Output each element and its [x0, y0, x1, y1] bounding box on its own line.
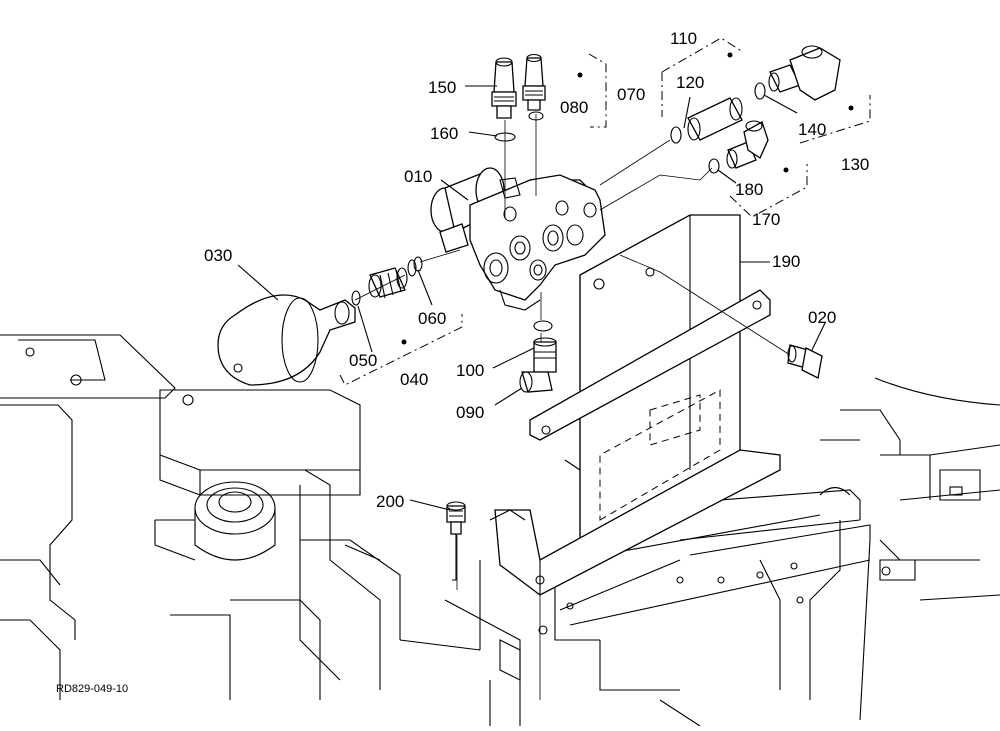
o-ring-140 [754, 82, 766, 100]
reference-dots [401, 52, 854, 345]
label-080: 080 [560, 98, 588, 117]
label-090: 090 [456, 403, 484, 422]
o-ring-050 [351, 290, 361, 306]
label-130: 130 [841, 155, 869, 174]
group-brackets [339, 37, 871, 386]
label-190: 190 [772, 252, 800, 271]
label-200: 200 [376, 492, 404, 511]
elbow-fitting-140 [768, 45, 841, 101]
o-ring-180 [708, 158, 720, 174]
label-120: 120 [676, 73, 704, 92]
elbow-fitting-090 [519, 337, 557, 393]
accumulator-part [217, 294, 356, 386]
label-170: 170 [752, 210, 780, 229]
label-110: 110 [670, 29, 697, 48]
fitting-150 [491, 57, 517, 119]
elbow-fitting-180 [726, 120, 769, 169]
assembly-centerlines [354, 114, 791, 700]
label-030: 030 [204, 246, 232, 265]
plug-020 [787, 344, 823, 379]
label-150: 150 [428, 78, 456, 97]
label-060: 060 [418, 309, 446, 328]
part-labels: 150 160 010 030 080 070 110 120 140 130 … [204, 29, 869, 511]
label-040: 040 [400, 370, 428, 389]
adapter-part [368, 259, 417, 299]
o-ring-120 [670, 126, 682, 144]
label-070: 070 [617, 85, 645, 104]
fitting-080 [522, 53, 546, 111]
label-020: 020 [808, 308, 836, 327]
label-100: 100 [456, 361, 484, 380]
label-050: 050 [349, 351, 377, 370]
label-160: 160 [430, 124, 458, 143]
label-180: 180 [735, 180, 763, 199]
label-010: 010 [404, 167, 432, 186]
valve-body [430, 167, 606, 311]
sensor-200 [446, 501, 466, 581]
o-ring-100 [533, 320, 553, 332]
drawing-code: RD829-049-10 [56, 683, 128, 695]
leader-lines [237, 85, 826, 511]
fitting-120 [687, 97, 743, 141]
label-140: 140 [798, 120, 826, 139]
machine-frame [0, 334, 1000, 727]
